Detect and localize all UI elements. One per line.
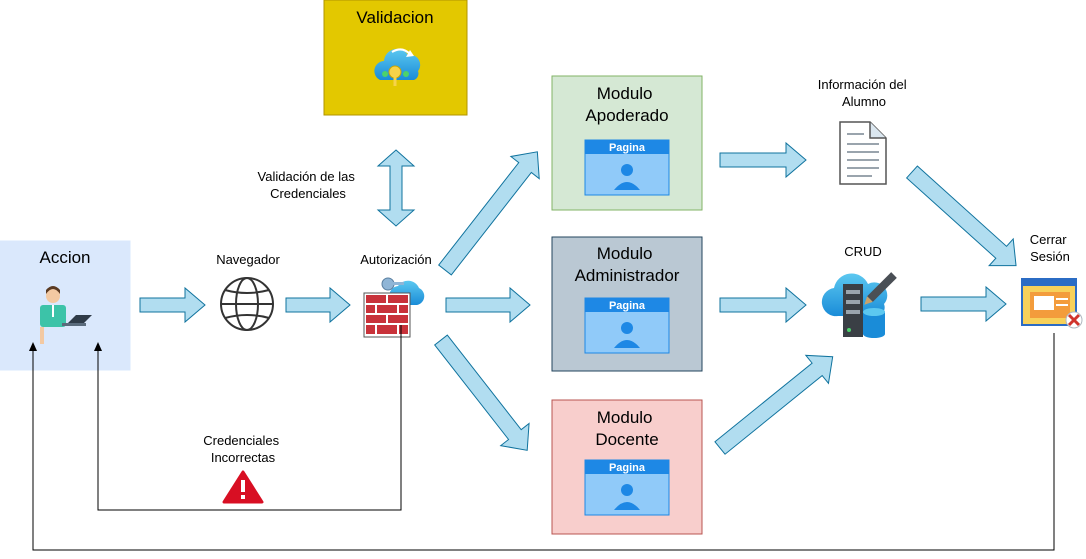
credenciales-incorrectas-label: Credenciales Incorrectas bbox=[203, 433, 283, 465]
informacion-alumno-label: Información del Alumno bbox=[818, 77, 911, 109]
autorizacion-to-apoderado-arrow bbox=[437, 151, 540, 276]
database-cloud-icon bbox=[821, 272, 897, 338]
validacion-box: Validacion bbox=[323, 0, 468, 116]
logout-return-line bbox=[32, 333, 1055, 551]
pagina-label: Pagina bbox=[609, 142, 646, 154]
modulo-administrador-box: Modulo Administrador Pagina bbox=[551, 236, 703, 372]
informacion-to-cerrar-arrow bbox=[905, 165, 1017, 267]
globe-icon bbox=[220, 277, 274, 331]
autorizacion-label: Autorización bbox=[360, 252, 432, 267]
accion-title: Accion bbox=[39, 248, 90, 267]
crud-to-cerrar-arrow bbox=[920, 285, 1007, 323]
modulo-docente-box: Modulo Docente Pagina bbox=[551, 399, 703, 535]
incorrect-credentials-return-line bbox=[97, 325, 402, 511]
cloud-key-icon bbox=[374, 48, 421, 86]
validacion-credenciales-label: Validación de las Credenciales bbox=[258, 169, 359, 201]
modulo-apoderado-box: Modulo Apoderado Pagina bbox=[551, 75, 703, 211]
autorizacion-to-administrador-arrow bbox=[445, 286, 531, 324]
validacion-title: Validacion bbox=[356, 8, 433, 27]
navegador-to-autorizacion-arrow bbox=[285, 286, 351, 324]
modulo-docente-title: Modulo Docente bbox=[595, 408, 658, 449]
logout-window-icon bbox=[1021, 278, 1083, 329]
accion-to-navegador-arrow bbox=[139, 286, 206, 324]
crud-label: CRUD bbox=[844, 244, 882, 259]
pagina-label: Pagina bbox=[609, 300, 646, 312]
pagina-user-icon: Pagina bbox=[584, 297, 670, 354]
validation-double-arrow bbox=[376, 149, 416, 227]
apoderado-to-informacion-arrow bbox=[719, 141, 807, 179]
document-icon bbox=[839, 121, 887, 185]
navegador-label: Navegador bbox=[216, 252, 280, 267]
pagina-user-icon: Pagina bbox=[584, 459, 670, 516]
docente-to-crud-arrow bbox=[714, 354, 834, 455]
administrador-to-crud-arrow bbox=[719, 286, 807, 324]
firewall-key-icon bbox=[363, 277, 425, 338]
accion-box: Accion bbox=[0, 240, 131, 371]
cerrar-sesion-label: Cerrar Sesión bbox=[1030, 232, 1070, 264]
modulo-apoderado-title: Modulo Apoderado bbox=[585, 84, 668, 125]
pagina-label: Pagina bbox=[609, 462, 646, 474]
pagina-user-icon: Pagina bbox=[584, 139, 670, 196]
autorizacion-to-docente-arrow bbox=[433, 334, 530, 451]
modulo-administrador-title: Modulo Administrador bbox=[575, 244, 680, 285]
warning-icon bbox=[222, 470, 264, 504]
user-laptop-icon bbox=[40, 286, 92, 344]
